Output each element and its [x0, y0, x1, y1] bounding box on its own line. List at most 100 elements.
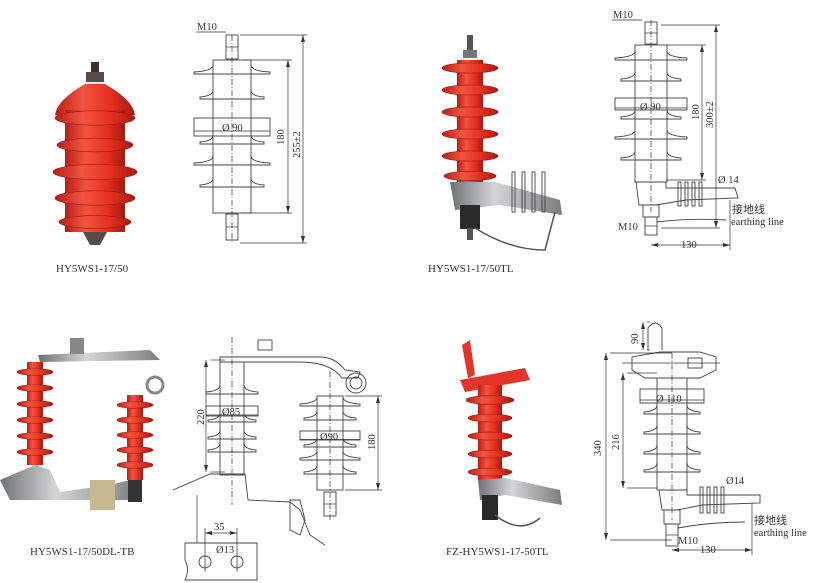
rubber-shed: [56, 137, 134, 153]
terminal-nut: [463, 50, 477, 58]
rubber-shed: [441, 150, 499, 162]
earth-bracket: [478, 478, 562, 505]
dim-creep: 180: [691, 104, 702, 120]
rubber-shed: [465, 395, 515, 405]
rubber-shed: [116, 401, 154, 409]
bracket-fin: [698, 181, 703, 207]
hook-ring: [345, 372, 367, 394]
hook-ring: [145, 375, 165, 395]
product-caption: HY5WS1-17/50DL-TB: [30, 546, 135, 558]
earthing-wire: [474, 211, 556, 251]
insulator-shed: [614, 50, 688, 61]
rubber-shed: [52, 164, 138, 180]
rubber-shed: [58, 215, 132, 229]
top-bracket: [219, 356, 361, 379]
dim-height-right: 180: [367, 434, 378, 450]
cap-clamp: [687, 357, 703, 369]
mounting-plate: [184, 542, 258, 581]
rubber-shed: [116, 446, 154, 454]
earthing-label-cn: 接地线: [732, 202, 765, 216]
bottom-fitting: [128, 480, 142, 502]
top-clamp: [460, 368, 530, 392]
terminal-stud: [91, 62, 99, 80]
technical-drawing-1: [193, 31, 307, 244]
top-bracket: [38, 350, 160, 362]
dim-loop: 90: [630, 334, 641, 345]
rubber-shed: [441, 106, 499, 118]
rubber-shed: [16, 448, 54, 456]
rubber-shed: [116, 416, 154, 424]
hanging-loop: [647, 322, 663, 350]
clamp: [70, 338, 84, 354]
rubber-shed: [467, 431, 513, 441]
dimension-arrow: [205, 531, 237, 535]
rubber-shed: [54, 190, 136, 206]
disconnector: [482, 495, 498, 520]
dim-offset: 130: [700, 545, 716, 556]
earthing-label-en: earthing line: [754, 528, 807, 539]
arrester-photo-hy5ws1-17-50tl: [441, 35, 562, 251]
dim-thread-top: M10: [613, 10, 633, 21]
rubber-shed: [16, 384, 54, 392]
dim-diameter: Ø 90: [640, 102, 661, 113]
dim-hole: Ø13: [216, 545, 234, 556]
bottom-terminal: [83, 232, 107, 245]
dim-diameter: Ø 110: [656, 394, 682, 405]
dim-creep: 180: [276, 129, 287, 145]
bracket-fin: [541, 171, 546, 213]
dim-diameter-right: Ø90: [320, 432, 338, 443]
earthing-wire: [494, 514, 541, 527]
bracket-fin: [713, 486, 718, 514]
dim-hole: Ø14: [726, 476, 745, 487]
top-shed: [55, 84, 135, 115]
operating-arm: [462, 340, 475, 378]
earth-bracket: [658, 489, 761, 511]
bracket-fin: [720, 486, 725, 514]
rubber-shed: [16, 432, 54, 440]
dim-height: 340: [593, 440, 604, 456]
rubber-housing: [457, 60, 483, 182]
dim-hole-spacing: 35: [214, 522, 225, 533]
arrester-photo-fz-hy5ws1-17-50tl: [460, 340, 562, 527]
rubber-shed: [16, 368, 54, 376]
rubber-shed: [16, 400, 54, 408]
lower-bracket: [172, 473, 326, 546]
bracket-fin: [521, 171, 526, 213]
disconnector: [289, 499, 306, 536]
product-caption: HY5WS1-17/50: [56, 263, 129, 275]
dim-thread-top: M10: [197, 22, 217, 33]
earthing-wire: [656, 218, 727, 223]
rubber-shed: [467, 413, 513, 423]
dim-offset: 130: [681, 240, 697, 251]
lower-bracket: [0, 465, 140, 500]
rubber-shed: [467, 467, 513, 477]
rubber-shed: [116, 431, 154, 439]
terminal-nut: [86, 72, 104, 82]
technical-drawing-3: [172, 337, 382, 581]
rubber-shed: [441, 128, 499, 140]
dim-height: 255±2: [292, 131, 303, 158]
dim-hole: Ø 14: [718, 175, 739, 186]
dimension-arrow: [641, 322, 645, 350]
dim-height-left: 220: [196, 409, 207, 425]
dim-height: 300±2: [705, 101, 716, 128]
bottom-stud: [467, 228, 473, 240]
dim-thread-bottom: M10: [618, 222, 638, 233]
bracket-fin: [531, 171, 536, 213]
dim-thread-bottom: M10: [678, 536, 698, 547]
bracket-fin: [684, 181, 689, 207]
dim-diameter-left: Ø85: [222, 407, 240, 418]
arrester-photo-hy5ws1-17-50dl-tb: [0, 338, 165, 510]
rubber-shed: [16, 416, 54, 424]
dim-creep: 216: [611, 434, 622, 450]
hook-ring-inner: [349, 376, 363, 390]
rubber-shed: [54, 110, 136, 126]
earthing-label-en: earthing line: [731, 217, 784, 228]
rubber-shed: [467, 449, 513, 459]
arrester-photo-hy5ws1-17-50: [52, 62, 138, 245]
bracket-fin: [706, 486, 711, 514]
earthing-wire: [677, 521, 746, 529]
rubber-shed: [443, 171, 497, 181]
